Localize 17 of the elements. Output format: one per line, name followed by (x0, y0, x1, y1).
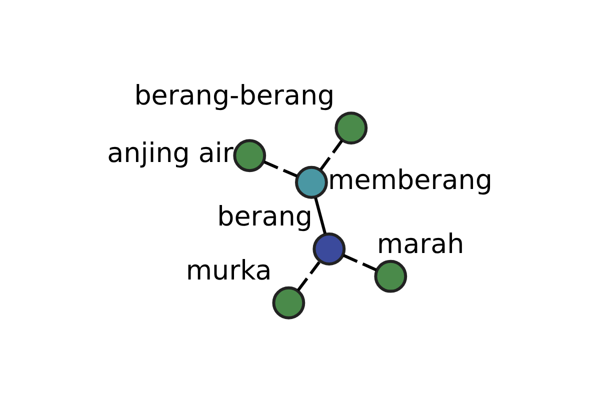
node-label: murka (186, 255, 272, 286)
connector (263, 160, 298, 178)
node-circle (233, 138, 266, 172)
connector (314, 196, 326, 234)
node-circle (374, 259, 408, 292)
node-label: berang-berang (134, 80, 335, 112)
node-circle (295, 165, 328, 198)
node-circle (312, 232, 346, 265)
connector (319, 139, 344, 170)
node-label: marah (376, 228, 464, 260)
node-label: anjing air (107, 138, 234, 169)
connector (342, 253, 377, 271)
node-circle (334, 111, 368, 144)
connector (296, 260, 320, 291)
node-label: memberang (328, 164, 492, 196)
node-label: berang (217, 201, 312, 232)
node-circle (272, 286, 306, 319)
